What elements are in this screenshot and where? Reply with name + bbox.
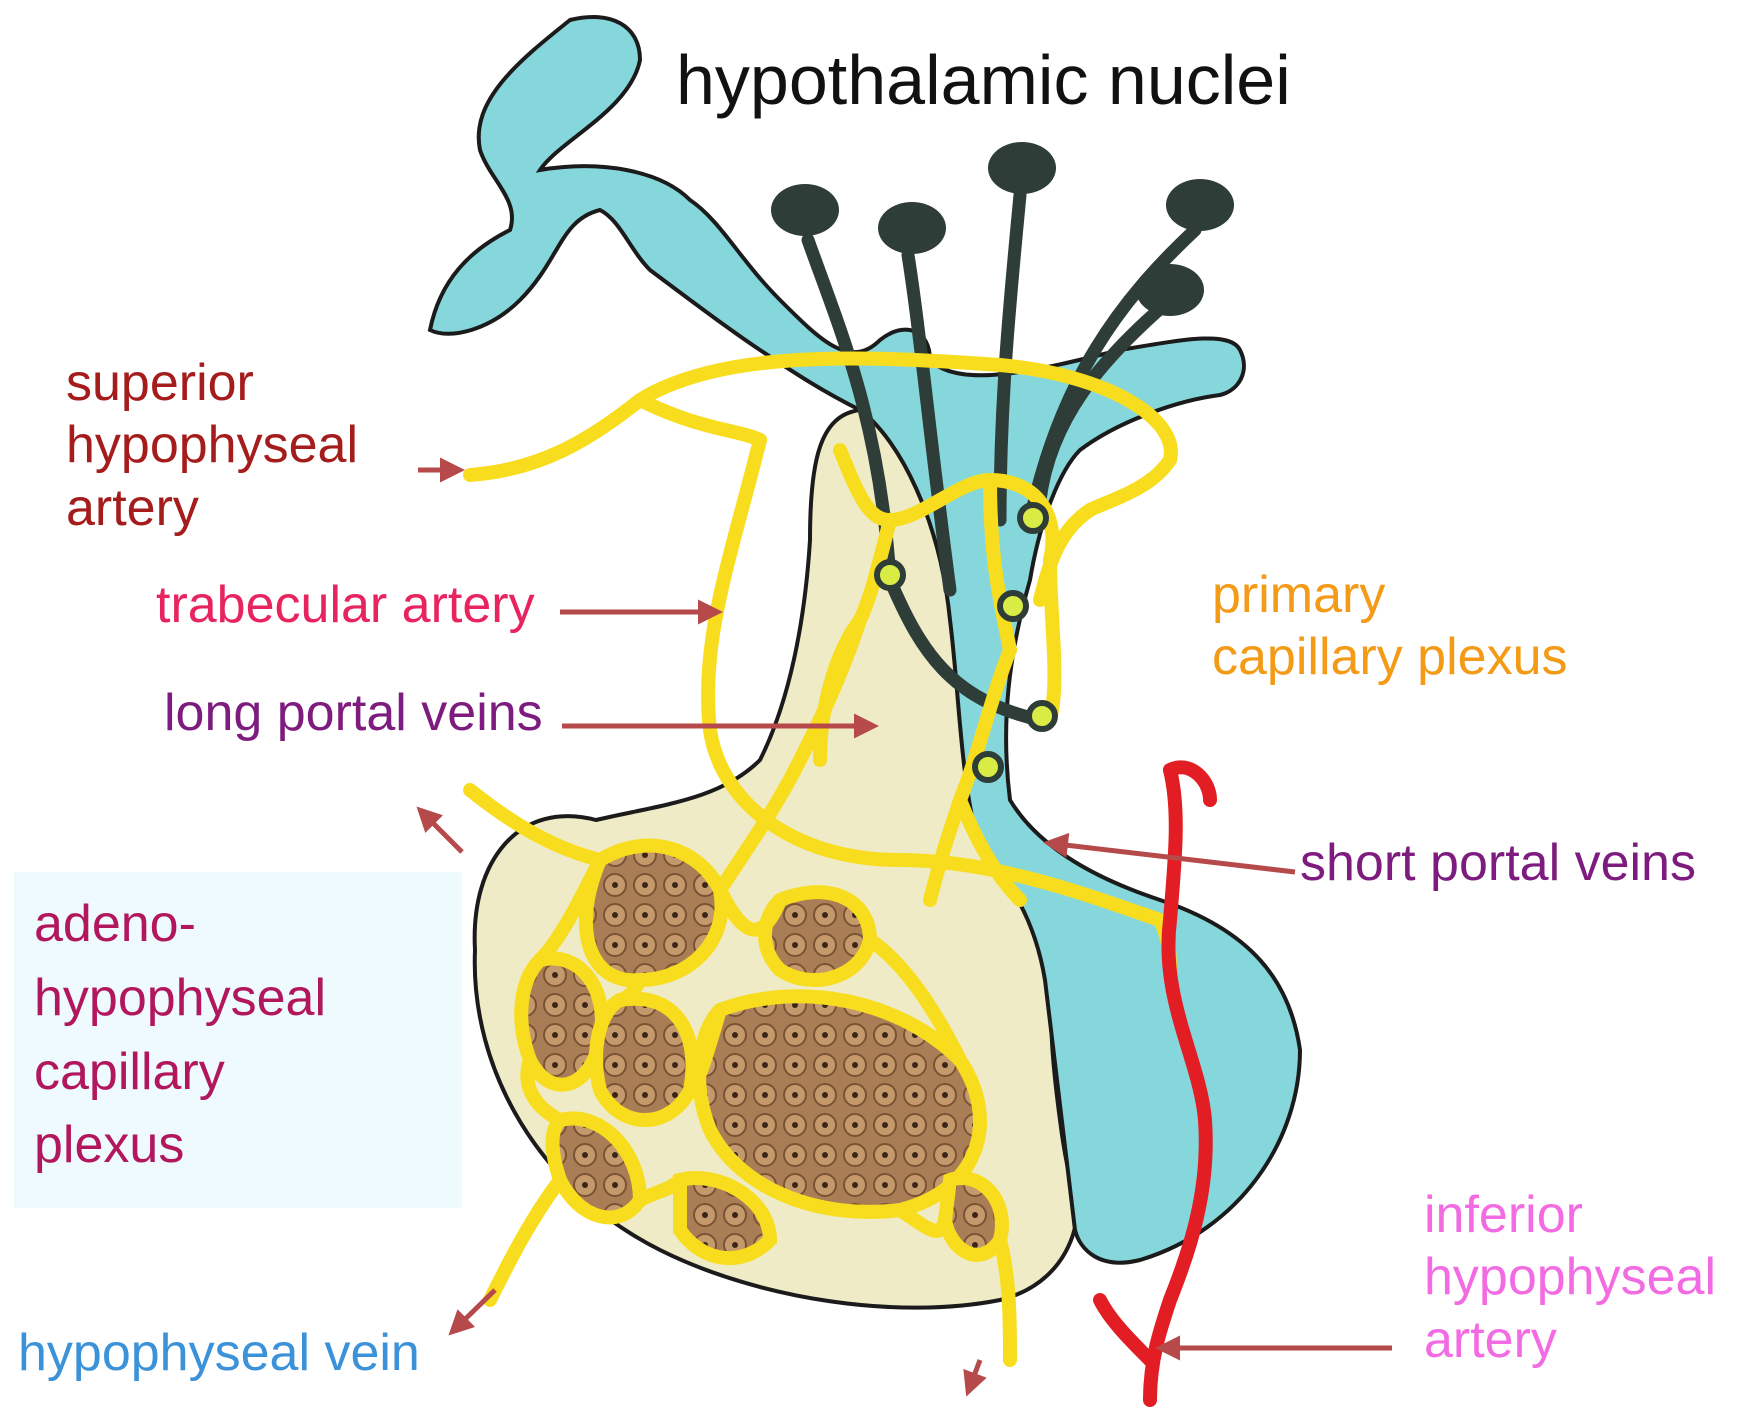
label-long-portal-veins: long portal veins — [164, 682, 543, 744]
title-hypothalamic-nuclei: hypothalamic nuclei — [676, 38, 1291, 122]
neuron-cell-bodies — [771, 142, 1234, 316]
label-adenohypophyseal-capillary-plexus: adeno- hypophyseal capillary plexus — [34, 888, 326, 1183]
arrow-adeno-outflow — [420, 810, 462, 852]
label-line: artery — [66, 477, 358, 539]
label-line: primary — [1212, 564, 1568, 626]
label-line: artery — [1424, 1309, 1716, 1371]
label-inferior-hypophyseal-artery: inferior hypophyseal artery — [1424, 1184, 1716, 1371]
label-line: hypophyseal — [66, 414, 358, 476]
label-line: hypophyseal — [34, 962, 326, 1036]
hypophyseal-vein-vessel-left — [490, 1180, 560, 1300]
label-line: adeno- — [34, 888, 326, 962]
label-superior-hypophyseal-artery: superior hypophyseal artery — [66, 352, 358, 539]
label-line: capillary plexus — [1212, 626, 1568, 688]
label-line: plexus — [34, 1109, 326, 1183]
arrow-hypophyseal-vein-right — [968, 1360, 980, 1392]
label-primary-capillary-plexus: primary capillary plexus — [1212, 564, 1568, 689]
label-line: capillary — [34, 1036, 326, 1110]
label-short-portal-veins: short portal veins — [1300, 832, 1696, 894]
label-trabecular-artery: trabecular artery — [156, 574, 535, 636]
label-line: hypophyseal — [1424, 1246, 1716, 1308]
arrow-hypophyseal-vein-left — [452, 1290, 495, 1332]
label-hypophyseal-vein: hypophyseal vein — [18, 1322, 420, 1384]
label-line: inferior — [1424, 1184, 1716, 1246]
label-line: superior — [66, 352, 358, 414]
